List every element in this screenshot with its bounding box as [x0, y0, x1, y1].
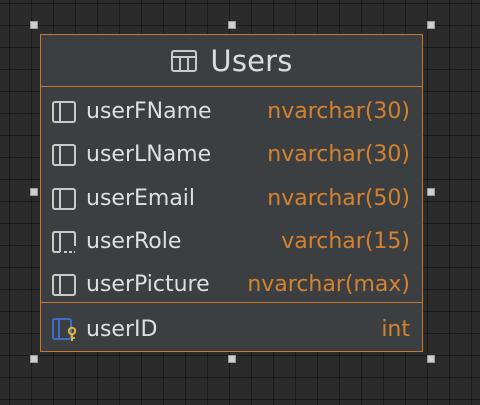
column-row-userlname[interactable]: userLName nvarchar(30) [41, 133, 422, 176]
column-name: userPicture [86, 272, 210, 297]
resize-handle-bottom-left[interactable] [30, 355, 38, 363]
column-name: userID [86, 317, 158, 342]
resize-handle-bottom-center[interactable] [228, 355, 236, 363]
resize-handle-top-right[interactable] [427, 21, 435, 29]
table-icon [170, 49, 198, 73]
column-icon [50, 99, 78, 125]
column-name: userLName [86, 142, 212, 167]
resize-handle-top-center[interactable] [228, 21, 236, 29]
primary-key-column-icon [50, 317, 78, 343]
column-row-userfname[interactable]: userFName nvarchar(30) [41, 90, 422, 133]
resize-handle-middle-left[interactable] [30, 188, 38, 196]
primary-key-divider [41, 302, 422, 303]
column-type: nvarchar(max) [247, 272, 410, 297]
column-icon [50, 272, 78, 298]
column-row-userrole[interactable]: userRole varchar(15) [41, 220, 422, 263]
table-header[interactable]: Users [41, 35, 422, 87]
column-icon [50, 142, 78, 168]
column-type: nvarchar(30) [267, 142, 410, 167]
column-row-userpicture[interactable]: userPicture nvarchar(max) [41, 263, 422, 306]
column-type: varchar(15) [281, 229, 410, 254]
column-type: nvarchar(30) [267, 99, 410, 124]
column-icon [50, 186, 78, 212]
resize-handle-top-left[interactable] [30, 21, 38, 29]
column-row-useremail[interactable]: userEmail nvarchar(50) [41, 177, 422, 220]
column-row-userid[interactable]: userID int [41, 308, 422, 351]
column-type: int [381, 317, 410, 342]
table-title: Users [210, 43, 293, 78]
column-name: userEmail [86, 186, 196, 211]
column-name: userFName [86, 99, 212, 124]
nullable-column-icon [50, 229, 78, 255]
column-type: nvarchar(50) [267, 186, 410, 211]
column-name: userRole [86, 229, 182, 254]
resize-handle-bottom-right[interactable] [427, 355, 435, 363]
users-table-node[interactable]: Users userFName nvarchar(30) userLName n… [40, 34, 423, 352]
resize-handle-middle-right[interactable] [427, 188, 435, 196]
